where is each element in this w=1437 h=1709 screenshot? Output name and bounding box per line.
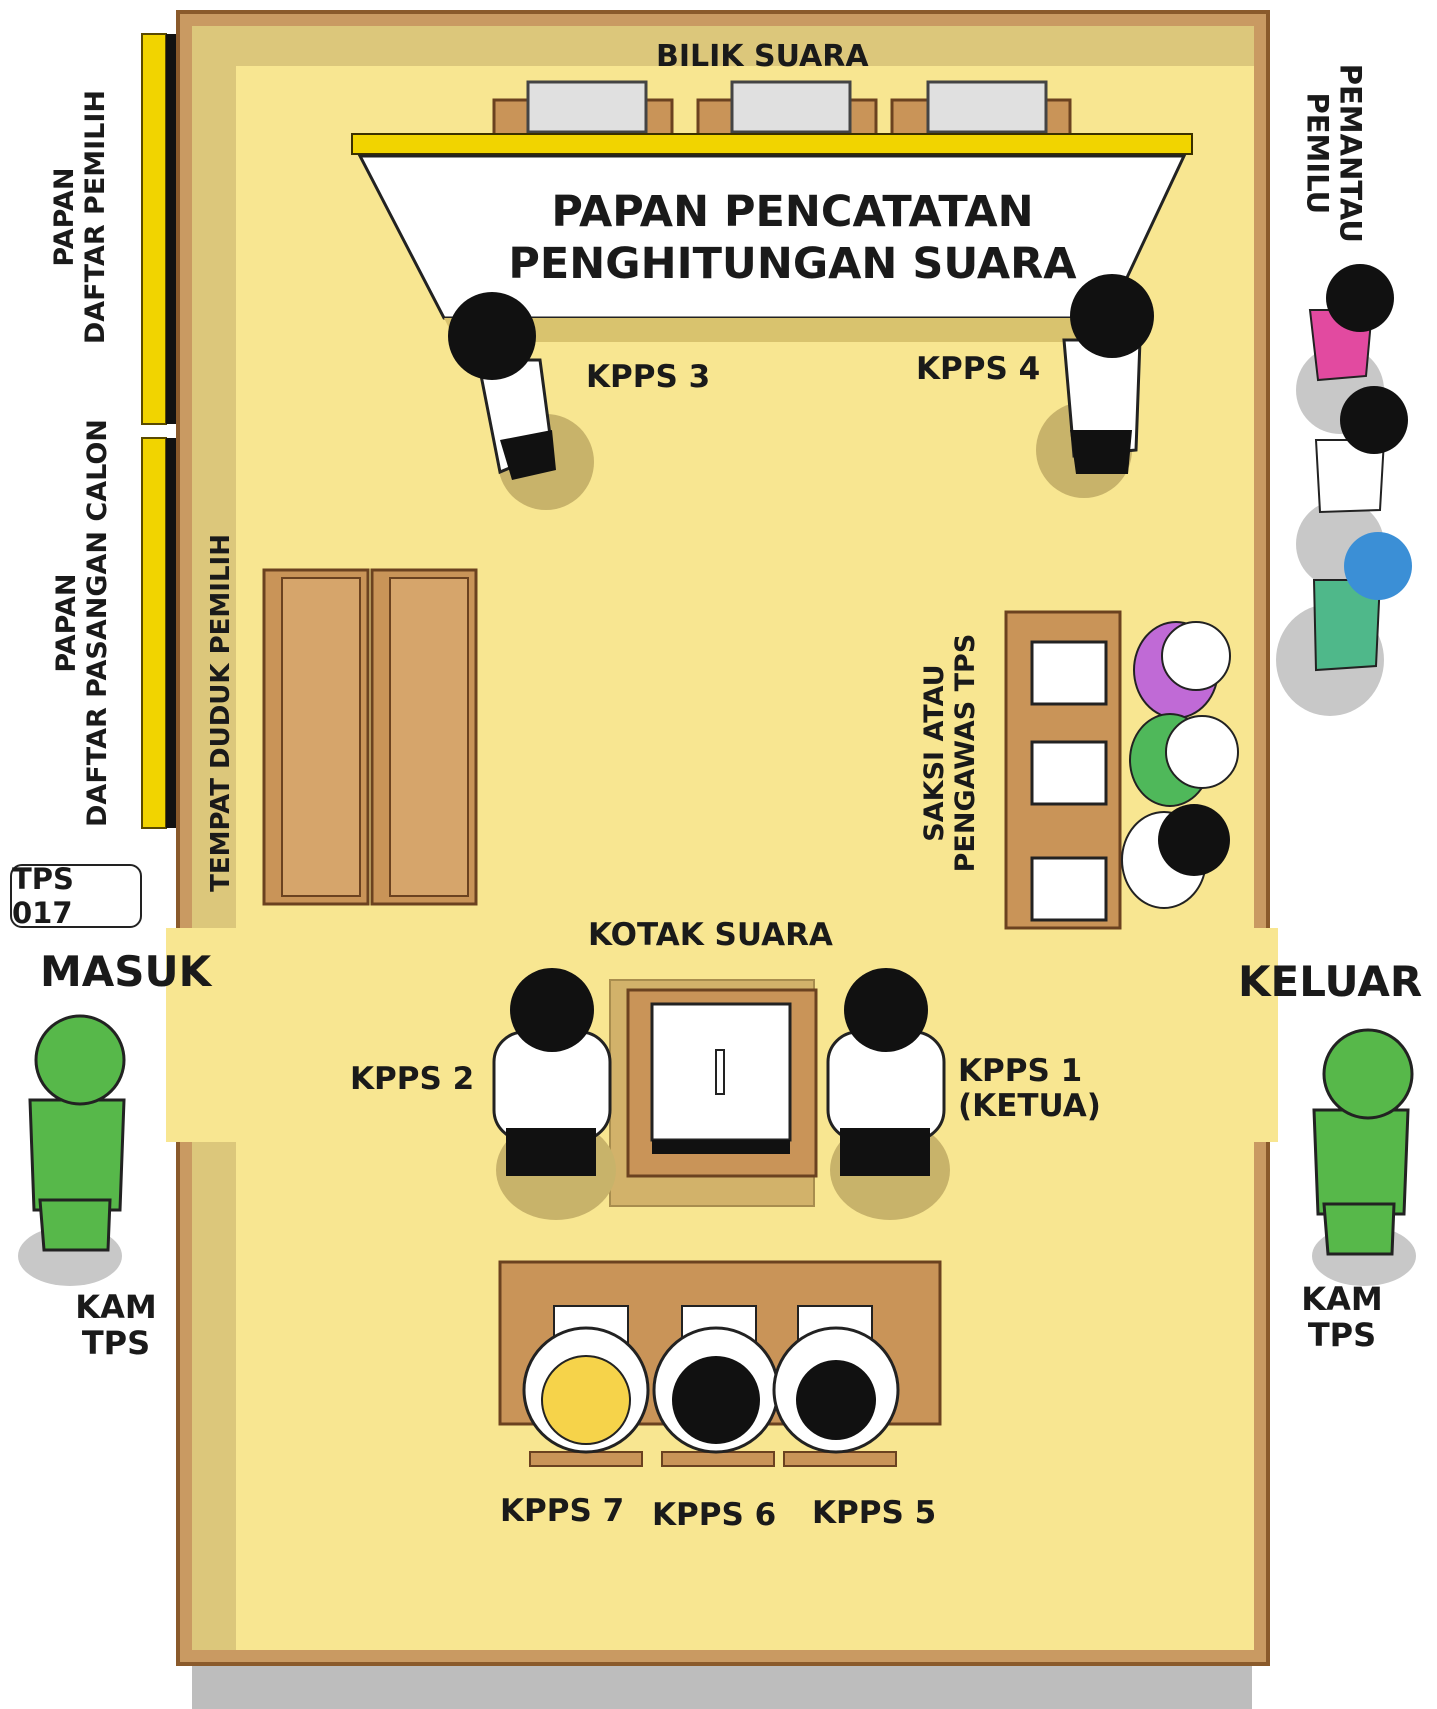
- papan-daftar-pemilih-board: [141, 33, 167, 425]
- papan-pencatatan-rail: [351, 133, 1193, 155]
- papan-daftar-pasangan-label: PAPAN DAFTAR PASANGAN CALON: [51, 413, 113, 833]
- pemantau-pemilu-label: PEMANTAU PEMILU: [1300, 33, 1367, 273]
- saksi-line2: PENGAWAS TPS: [950, 633, 981, 873]
- keluar-label: KELUAR: [1238, 957, 1423, 1006]
- bilik-suara-booths: [492, 80, 1072, 138]
- kam-left-line1: KAM: [75, 1288, 157, 1326]
- pemantau-figures: [1276, 264, 1412, 716]
- kam-tps-left-figure: [18, 1014, 126, 1286]
- kam-tps-right-figure: [1312, 1028, 1416, 1286]
- papan-daftar-pasangan-line1: PAPAN: [50, 573, 82, 673]
- papan-daftar-pemilih-line1: PAPAN: [48, 167, 80, 267]
- kpps-seated-figures: [522, 1326, 900, 1454]
- papan-daftar-pasangan-line2: DAFTAR PASANGAN CALON: [82, 419, 113, 827]
- kpps-1-line2: (KETUA): [958, 1087, 1101, 1124]
- tps-017-badge: TPS 017: [10, 862, 142, 930]
- papan-daftar-pemilih-line2: DAFTAR PEMILIH: [80, 89, 111, 345]
- bilik-suara-label: BILIK SUARA: [656, 39, 869, 74]
- kpps-2-figure: [492, 968, 616, 1220]
- kam-right-line1: KAM: [1301, 1280, 1383, 1318]
- masuk-label: MASUK: [40, 947, 212, 996]
- kotak-suara-label: KOTAK SUARA: [588, 917, 833, 953]
- kpps-2-label: KPPS 2: [350, 1061, 475, 1097]
- board-title-line2: PENGHITUNGAN SUARA: [508, 239, 1077, 289]
- papan-daftar-pemilih-label: PAPAN DAFTAR PEMILIH: [49, 57, 111, 377]
- kpps-4-label: KPPS 4: [916, 351, 1041, 387]
- tempat-duduk-benches: [262, 568, 478, 906]
- tempat-duduk-pemilih-label: TEMPAT DUDUK PEMILIH: [206, 534, 237, 892]
- kpps-3-figure: [448, 292, 594, 510]
- saksi-desk: [1004, 610, 1122, 930]
- kpps-7-label: KPPS 7: [500, 1493, 625, 1529]
- saksi-line1: SAKSI ATAU: [918, 664, 950, 842]
- pemantau-line1: PEMANTAU: [1333, 63, 1368, 243]
- board-title-line1: PAPAN PENCATATAN: [551, 187, 1034, 237]
- kpps-5-label: KPPS 5: [812, 1495, 937, 1531]
- saksi-figures: [1121, 621, 1239, 909]
- pemantau-line2: PEMILU: [1300, 92, 1334, 215]
- kpps-1-line1: KPPS 1: [958, 1053, 1083, 1089]
- kpps-1-figure: [826, 968, 950, 1220]
- kam-right-line2: TPS: [1307, 1315, 1377, 1354]
- kpps-6-label: KPPS 6: [652, 1497, 777, 1533]
- kpps-3-label: KPPS 3: [586, 359, 711, 395]
- kotak-suara-table: [609, 979, 818, 1207]
- saksi-pengawas-label: SAKSI ATAU PENGAWAS TPS: [919, 588, 981, 918]
- kpps-4-figure: [1036, 274, 1154, 498]
- papan-daftar-pasangan-board: [141, 437, 167, 829]
- kam-left-line2: TPS: [81, 1323, 151, 1362]
- floor-shadow: [192, 1660, 1252, 1709]
- kam-tps-left-label: KAM TPS: [56, 1288, 176, 1362]
- kam-tps-right-label: KAM TPS: [1282, 1280, 1402, 1354]
- kpps-1-label: KPPS 1 (KETUA): [958, 1054, 1101, 1123]
